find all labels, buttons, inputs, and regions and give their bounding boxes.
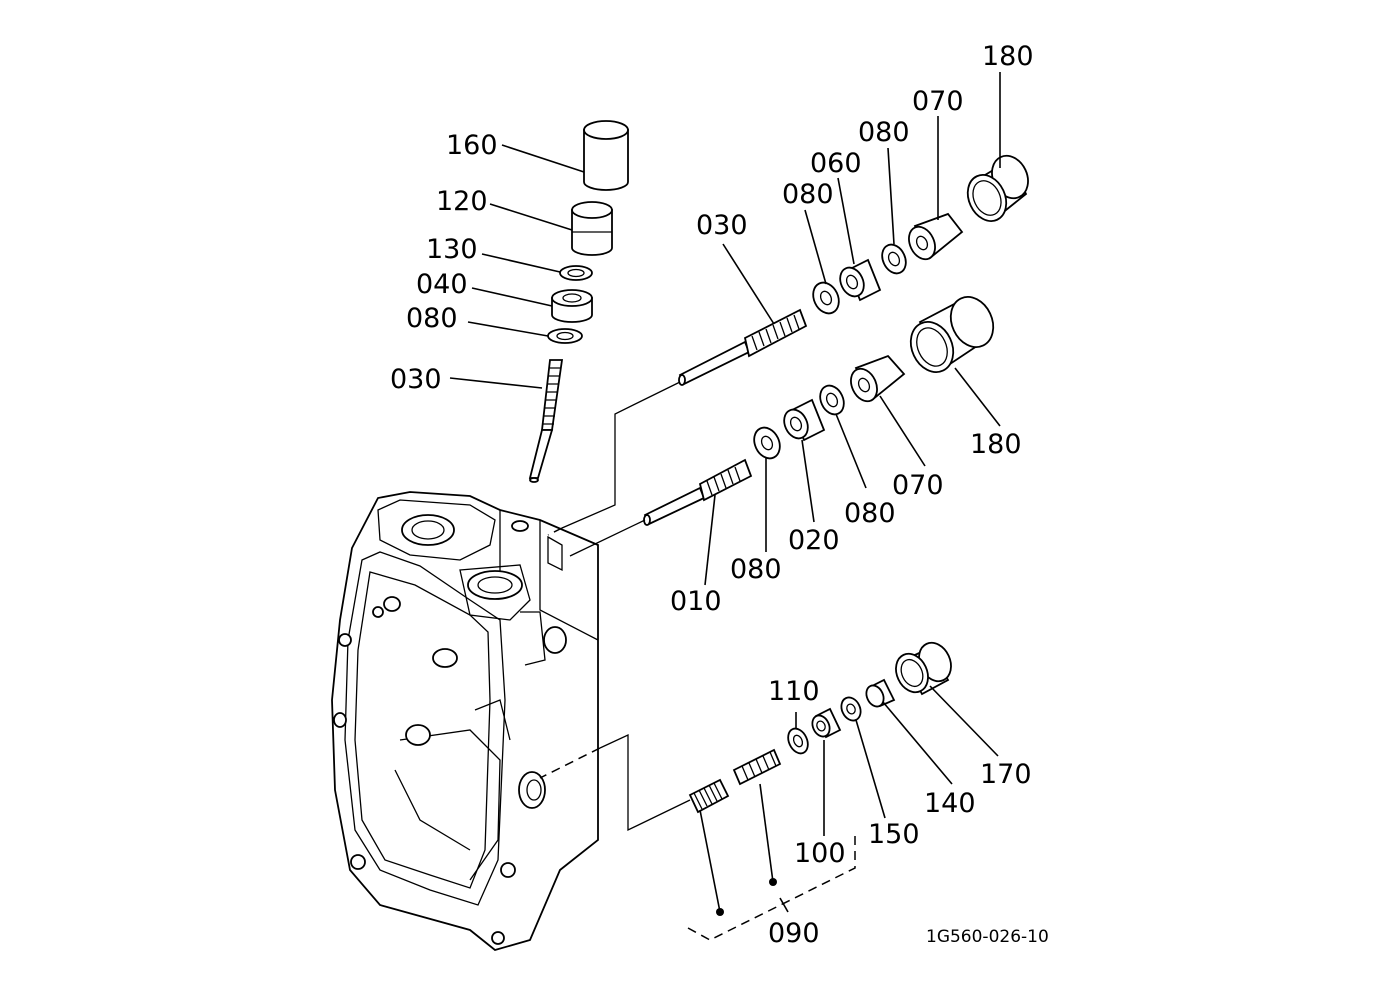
part-030-screw-left bbox=[528, 359, 564, 483]
part-spring-outer bbox=[688, 778, 730, 814]
part-180-sleeve-top bbox=[966, 154, 1029, 222]
label-180-mid: 180 bbox=[970, 429, 1022, 460]
label-060: 060 bbox=[810, 148, 862, 179]
part-080-washer-top-b bbox=[812, 281, 840, 315]
label-020: 020 bbox=[788, 525, 840, 556]
part-160-cap bbox=[583, 120, 629, 191]
part-070-seat-top bbox=[908, 212, 964, 261]
part-150-washer bbox=[840, 696, 862, 722]
label-180-top: 180 bbox=[982, 41, 1034, 72]
part-180-sleeve-mid bbox=[909, 296, 995, 373]
part-080-washer-left bbox=[547, 328, 583, 344]
label-010: 010 bbox=[670, 586, 722, 617]
label-110: 110 bbox=[768, 676, 820, 707]
part-080-washer-mid-b bbox=[753, 426, 781, 460]
set-090-bracket bbox=[687, 832, 856, 941]
part-120-plug bbox=[571, 201, 613, 256]
part-080-washer-mid-a bbox=[819, 384, 845, 416]
middle-valve-stack bbox=[643, 296, 995, 526]
part-070-seat-mid bbox=[850, 354, 906, 403]
label-120: 120 bbox=[436, 186, 488, 217]
part-labels: 180 070 080 060 080 030 160 120 130 040 … bbox=[390, 41, 1049, 949]
part-010-screw bbox=[643, 458, 753, 526]
label-030-right: 030 bbox=[696, 210, 748, 241]
lower-valve-stack bbox=[687, 641, 952, 941]
label-040: 040 bbox=[416, 269, 468, 300]
label-070-mid: 070 bbox=[892, 470, 944, 501]
label-170: 170 bbox=[980, 759, 1032, 790]
part-080-washer-top-a bbox=[881, 243, 907, 275]
part-030-screw-right bbox=[678, 308, 808, 386]
part-110-washer bbox=[787, 727, 809, 755]
label-160: 160 bbox=[446, 130, 498, 161]
part-spring-inner bbox=[732, 748, 782, 786]
vertical-valve-stack bbox=[528, 120, 629, 483]
label-130: 130 bbox=[426, 234, 478, 265]
part-060-nut bbox=[839, 258, 882, 302]
part-100-nut bbox=[811, 707, 842, 739]
part-040-nut bbox=[551, 289, 593, 323]
label-100: 100 bbox=[794, 838, 846, 869]
label-140: 140 bbox=[924, 788, 976, 819]
label-080-mid-a: 080 bbox=[844, 498, 896, 529]
label-070-top: 070 bbox=[912, 86, 964, 117]
upper-valve-stack bbox=[678, 154, 1029, 386]
label-090: 090 bbox=[768, 918, 820, 949]
part-130-washer bbox=[559, 265, 593, 281]
part-140-seat bbox=[865, 678, 896, 708]
diagram-reference-code: 1G560-026-10 bbox=[926, 927, 1049, 947]
part-020-nut bbox=[783, 398, 826, 442]
label-150: 150 bbox=[868, 819, 920, 850]
label-030-left: 030 bbox=[390, 364, 442, 395]
label-080-top-b: 080 bbox=[782, 179, 834, 210]
valve-housing bbox=[331, 491, 599, 951]
label-080-top-a: 080 bbox=[858, 117, 910, 148]
leader-lines bbox=[449, 72, 1001, 913]
part-170-cap bbox=[895, 641, 952, 696]
label-080-mid-b: 080 bbox=[730, 554, 782, 585]
assembly-lines bbox=[539, 381, 691, 832]
label-080-left: 080 bbox=[406, 303, 458, 334]
